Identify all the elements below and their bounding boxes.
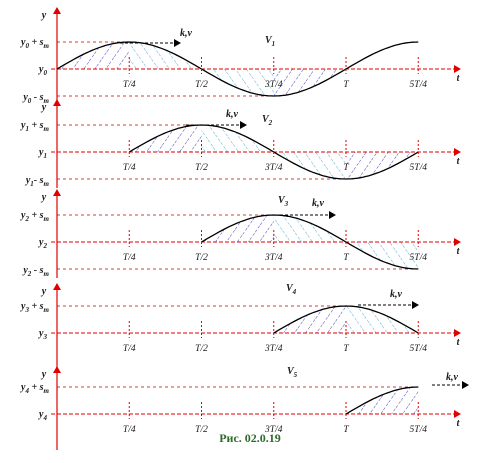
tick-label: T/4 <box>123 253 136 263</box>
hatch-rising <box>201 215 274 242</box>
tick-label: 3T/4 <box>264 425 283 435</box>
t-axis-label: t <box>457 156 461 167</box>
tick-label: T/4 <box>123 80 136 90</box>
crest-level-label: y0 + sm <box>20 37 50 50</box>
tick-label: T/2 <box>195 344 208 354</box>
hatch-falling <box>346 306 419 333</box>
hatch-rising <box>129 125 202 152</box>
panel-p4: T/4 T/2 3T/4 T 5T/4 y t y3 + sm y3 V4 k,v <box>20 283 461 369</box>
tick-label: 3T/4 <box>264 80 283 90</box>
hatch-return <box>273 69 346 96</box>
hatch-trough <box>273 152 346 179</box>
direction-label: k,v <box>390 289 403 300</box>
tick-label: T <box>343 425 349 435</box>
hatch-falling <box>129 42 202 69</box>
tick-label: T/4 <box>123 425 136 435</box>
t-axis-label: t <box>457 337 461 348</box>
direction-label: k,v <box>446 372 459 383</box>
trough-level-label: y0 - sm <box>22 92 49 105</box>
panel-title: V1 <box>265 35 275 48</box>
figure-caption: Рис. 02.0.19 <box>219 431 281 445</box>
tick-label: T/2 <box>195 253 208 263</box>
baseline-label: y0 <box>38 64 47 77</box>
trough-level-label: y2 - sm <box>22 265 49 278</box>
direction-label: k,v <box>226 109 239 120</box>
panel-title: V4 <box>286 283 297 296</box>
panel-p3: T/4 T/2 3T/4 T 5T/4 y t y2 + sm y2 y2 - sm V3 k,v <box>20 189 461 278</box>
tick-label: T <box>343 163 349 173</box>
t-axis-label: t <box>457 418 461 429</box>
crest-level-label: y3 + sm <box>20 301 50 314</box>
baseline-label: y1 <box>38 147 47 160</box>
panel-title: V3 <box>278 195 289 208</box>
tick-label: 3T/4 <box>264 344 283 354</box>
wave-curve <box>345 386 419 415</box>
hatch-trough <box>346 242 419 269</box>
tick-label: T <box>343 344 349 354</box>
direction-label: k,v <box>180 28 193 39</box>
wave-curve <box>273 305 419 334</box>
y-axis-label: y <box>41 102 47 113</box>
t-axis-label: t <box>457 246 461 257</box>
tick-label: T/4 <box>123 344 136 354</box>
tick-label: 3T/4 <box>264 253 283 263</box>
direction-label: k,v <box>312 198 325 209</box>
tick-label: 5T/4 <box>410 425 428 435</box>
panel-title: V2 <box>262 114 273 127</box>
baseline-label: y3 <box>38 328 47 341</box>
wave-curve <box>56 41 419 97</box>
panel-title: V5 <box>287 366 298 379</box>
wave-curve <box>201 214 419 270</box>
y-axis-label: y <box>41 369 47 380</box>
hatch-rising <box>57 42 130 69</box>
hatch-rising <box>273 306 346 333</box>
panel-p5: T/4 T/2 3T/4 T 5T/4 y t y4 + sm y4 V5 k,v <box>20 366 469 450</box>
y-axis-label: y <box>41 10 47 21</box>
y-axis-label: y <box>41 286 47 297</box>
tick-label: 5T/4 <box>410 163 428 173</box>
tick-label: T <box>343 80 349 90</box>
panel-p2: T/4 T/2 3T/4 T 5T/4 y t y1 + sm y1 y1- sm V2 k,v <box>20 99 461 188</box>
tick-label: 5T/4 <box>410 80 428 90</box>
crest-level-label: y2 + sm <box>20 210 50 223</box>
tick-label: 5T/4 <box>410 344 428 354</box>
tick-label: T/2 <box>195 80 208 90</box>
crest-level-label: y1 + sm <box>20 120 50 133</box>
hatch-falling <box>273 215 346 242</box>
hatch-return <box>346 152 419 179</box>
y-axis-label: y <box>41 192 47 203</box>
t-axis-label: t <box>457 73 461 84</box>
tick-label: T <box>343 253 349 263</box>
panel-p1: T/4 T/2 3T/4 T 5T/4 y t y0 + sm y0 y0 - sm V1 k,v <box>20 7 461 105</box>
baseline-label: y4 <box>38 409 47 422</box>
baseline-label: y2 <box>38 237 47 250</box>
tick-label: 5T/4 <box>410 253 428 263</box>
tick-label: T/2 <box>195 425 208 435</box>
hatch-rising <box>346 387 419 414</box>
tick-label: T/2 <box>195 163 208 173</box>
hatch-falling <box>201 125 274 152</box>
crest-level-label: y4 + sm <box>20 382 50 395</box>
tick-label: T/4 <box>123 163 136 173</box>
hatch-trough <box>201 69 274 96</box>
trough-level-label: y1- sm <box>25 175 50 188</box>
tick-label: 3T/4 <box>264 163 283 173</box>
